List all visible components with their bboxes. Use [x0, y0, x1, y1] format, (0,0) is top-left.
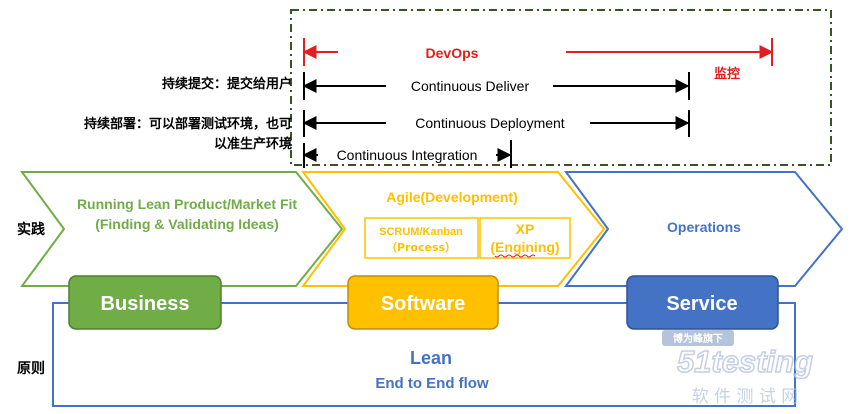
- deploy-label-line2: 以准生产环境: [214, 136, 292, 152]
- commit-label: 持续提交：提交给用户: [162, 76, 292, 92]
- watermark-brand: 51testing: [677, 344, 813, 379]
- software-label: Software: [381, 293, 465, 315]
- continuous-integration-label: Continuous Integration: [337, 147, 478, 163]
- end-to-end-label: End to End flow: [375, 375, 489, 392]
- principle-label: 原则: [17, 360, 45, 377]
- software-box: [347, 275, 499, 330]
- scrum-label: SCRUM/Kanban: [379, 226, 463, 238]
- watermark-sub: 软 件 测 试 网: [692, 387, 799, 407]
- lean-title: Lean: [410, 348, 452, 368]
- spellcheck-underline: [494, 254, 536, 258]
- scrum-box: [364, 217, 479, 259]
- xp-box: [479, 217, 571, 259]
- devops-boundary: [290, 9, 832, 166]
- scrum-process-label: （Process）: [386, 241, 456, 254]
- devops-label: DevOps: [426, 45, 479, 61]
- continuous-integration-span: Continuous Integration: [302, 140, 512, 168]
- operations-label: Operations: [667, 219, 741, 235]
- lean-product-subtitle: (Finding & Validating Ideas): [95, 216, 279, 232]
- continuous-deliver-label: Continuous Deliver: [411, 78, 530, 94]
- service-label: Service: [666, 293, 737, 315]
- agile-title: Agile(Development): [386, 189, 517, 205]
- operations-chevron: [564, 171, 844, 287]
- continuous-deliver-span: Continuous Deliver: [302, 72, 690, 100]
- continuous-deployment-label: Continuous Deployment: [415, 115, 565, 131]
- business-label: Business: [101, 293, 190, 315]
- monitor-label: 监控: [714, 66, 740, 82]
- continuous-deployment-span: Continuous Deployment: [302, 110, 690, 137]
- deploy-label-line1: 持续部署：可以部署测试环境，也可: [84, 116, 292, 132]
- watermark-tag: [662, 330, 734, 346]
- practice-label: 实践: [17, 221, 45, 238]
- service-box: [626, 275, 779, 330]
- lean-product-title: Running Lean Product/Market Fit: [77, 196, 297, 212]
- xp-label: XP: [516, 221, 535, 237]
- business-box: [68, 275, 222, 330]
- watermark-top: 博为峰旗下: [673, 332, 723, 345]
- devops-span: DevOps: [302, 38, 774, 66]
- lean-product-chevron: [20, 171, 344, 287]
- watermark: 博为峰旗下 51testing 软 件 测 试 网: [662, 330, 814, 407]
- xp-engining-label: (Engining): [490, 239, 559, 255]
